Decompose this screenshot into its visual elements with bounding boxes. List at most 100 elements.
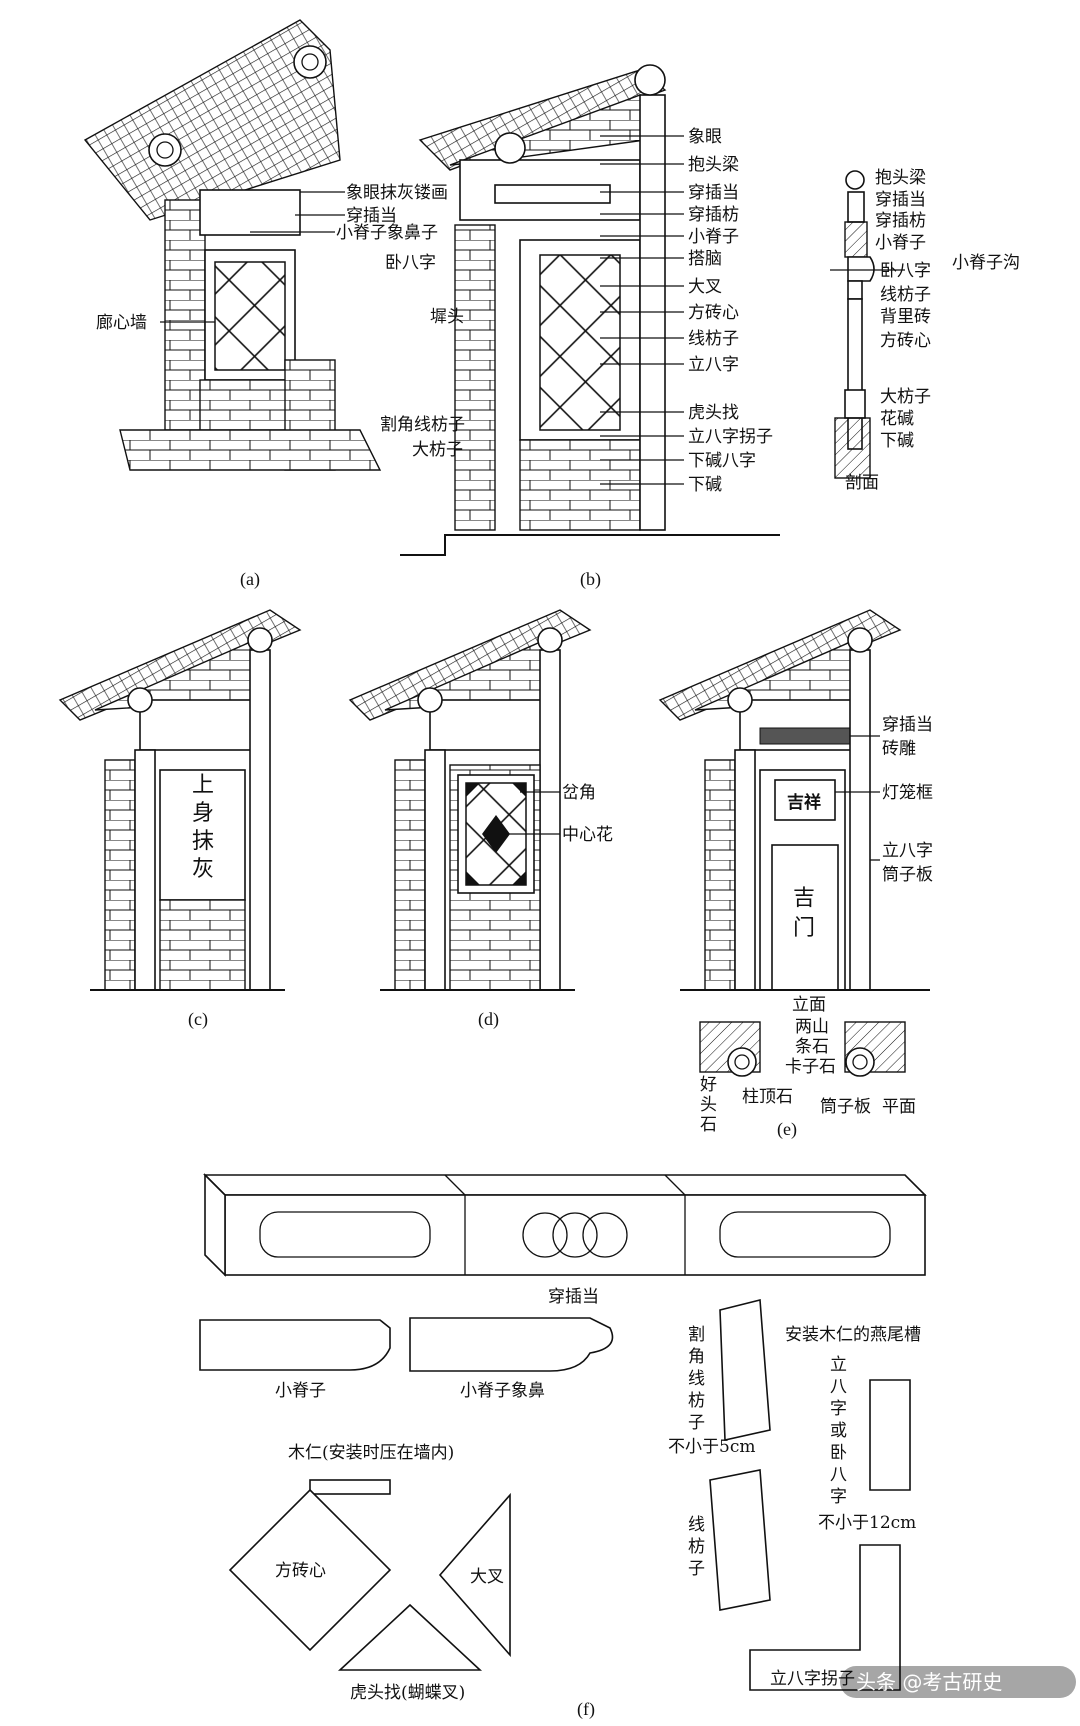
plan-column-r <box>845 1047 875 1077</box>
section-label-9: 大枋子 <box>880 387 931 407</box>
chuanchadang-b <box>494 184 611 204</box>
gejiao-0: 割 <box>688 1325 705 1345</box>
label-a-langxinqiang: 廊心墙 <box>96 313 147 333</box>
section-label-6: 线枋子 <box>880 285 931 305</box>
label-b-dafang: 大枋子 <box>412 440 463 460</box>
label-f-square: 方砖心 <box>275 1561 326 1581</box>
floor-a <box>119 429 382 471</box>
plan-label-4: 筒子板 <box>820 1097 871 1117</box>
panel-f: 穿插当 小脊子 小脊子象鼻 木仁(安装时压在墙内) 方砖心 大叉 虎头找(蝴蝶叉… <box>199 1173 927 1720</box>
beam-end-a2-inner <box>156 141 174 159</box>
beam-end-c2 <box>127 687 153 713</box>
beam-d <box>429 699 546 751</box>
triangle-hutou <box>337 1603 483 1671</box>
label-a-chuanchadang: 穿插当 <box>346 206 397 226</box>
label-e-3: 立八字 <box>882 841 933 861</box>
label-f-daxia: 大叉 <box>470 1567 504 1587</box>
beam-panel-l <box>259 1211 431 1258</box>
plan-column-r-inner <box>852 1054 868 1070</box>
panel-b: 象眼 抱头梁 穿插当 穿插枋 小脊子 搭脑 大叉 方砖心 线枋子 立八字 虎头找… <box>380 64 780 590</box>
corner-ornament-d3 <box>466 871 480 885</box>
beam-end-a1 <box>293 45 327 79</box>
gejiao-4: 子 <box>688 1413 705 1433</box>
label-e-0: 穿插当 <box>882 715 933 735</box>
panel-e: 吉祥 吉 门 穿插当 砖雕 灯笼框 立八字 筒子板 立面 两山 条石 卡子石 柱… <box>658 609 933 1140</box>
label-a-xiaojizi: 小脊子象鼻子 <box>336 223 438 243</box>
liba-4: 卧 <box>830 1443 847 1463</box>
beam-ring-2 <box>552 1212 598 1258</box>
leaders-b <box>600 135 684 485</box>
label-b-6: 大叉 <box>688 277 722 297</box>
liba-6: 字 <box>830 1487 847 1507</box>
label-e-elev: 立面 <box>792 995 826 1015</box>
beam-top-f <box>203 1174 927 1196</box>
label-a-xiangyan: 象眼抹灰镂画 <box>346 183 448 203</box>
label-b-2: 穿插当 <box>688 183 739 203</box>
section-label-2: 穿插枋 <box>875 211 926 231</box>
text-c-3: 灰 <box>192 857 214 882</box>
section-caption: 剖面 <box>845 473 879 493</box>
base-b <box>519 439 641 531</box>
corner-ornament-d1 <box>466 783 480 797</box>
text-c-2: 抹 <box>192 829 214 854</box>
section-label-1: 穿插当 <box>875 190 926 210</box>
panel-d: 岔角 中心花 (d) <box>348 609 613 1030</box>
label-e-1: 砖雕 <box>882 739 916 759</box>
text-c-1: 身 <box>192 801 214 826</box>
label-b-1: 抱头梁 <box>688 155 739 175</box>
beam-joint-1 <box>444 1174 466 1196</box>
plan-label-2: 卡子石 <box>785 1057 836 1077</box>
ridge-f1 <box>199 1319 391 1371</box>
plan-left-1: 头 <box>700 1095 717 1115</box>
beam-c <box>139 699 256 751</box>
label-f-beam: 穿插当 <box>548 1287 599 1307</box>
plan-label-0: 两山 <box>795 1017 829 1037</box>
roof-c <box>58 609 302 721</box>
beam-end-b2 <box>494 132 526 164</box>
square-f <box>228 1488 392 1652</box>
roof-e <box>658 609 902 721</box>
beam-end-b1 <box>634 64 666 96</box>
center-flower-d <box>482 815 510 853</box>
label-b-11: 立八字拐子 <box>688 427 773 447</box>
plan-label-3: 柱顶石 <box>742 1087 793 1107</box>
beam-front-f <box>224 1194 926 1276</box>
triangle-daxia <box>438 1492 511 1658</box>
beam-end-a1-inner <box>301 53 319 71</box>
plan-left-2: 石 <box>700 1115 717 1135</box>
label-b-7: 方砖心 <box>688 303 739 323</box>
beam-ring-3 <box>582 1212 628 1258</box>
watermark: 头条 @考古研史 <box>840 1666 1076 1698</box>
plan-label-1: 条石 <box>795 1037 829 1057</box>
section-label-4: 小脊子沟 <box>952 253 1020 273</box>
section-chuanchafang <box>844 221 868 258</box>
label-f-dovetail: 安装木仁的燕尾槽 <box>785 1325 921 1345</box>
liba-note: 不小于12cm <box>818 1513 916 1533</box>
chitou-d <box>394 759 426 991</box>
beam-side-f <box>204 1173 226 1277</box>
xianfang-1: 枋 <box>688 1537 705 1557</box>
post-d-r <box>539 649 561 991</box>
section-label-10: 花碱 <box>880 409 914 429</box>
label-b-chitou: 墀头 <box>430 307 464 327</box>
label-d-zhongxinhua: 中心花 <box>562 825 613 845</box>
caption-c: (c) <box>188 1009 208 1030</box>
liba-1: 八 <box>830 1377 847 1397</box>
liba-2: 字 <box>830 1399 847 1419</box>
gejiao-1: 角 <box>688 1347 705 1367</box>
label-e-4: 筒子板 <box>882 865 933 885</box>
post-e-l <box>734 749 756 991</box>
plan-left-0: 好 <box>700 1075 717 1095</box>
label-b-8: 线枋子 <box>688 329 739 349</box>
plaster-c <box>159 769 246 901</box>
door-e <box>771 844 839 991</box>
liba-5: 八 <box>830 1465 847 1485</box>
pillar-brick-b <box>454 224 496 531</box>
corner-ornament-d2 <box>512 783 526 797</box>
section-label-7: 背里砖 <box>880 307 931 327</box>
beam-end-e <box>847 627 873 653</box>
door-text-e-1: 门 <box>793 916 815 941</box>
panel-a: 象眼抹灰镂画 穿插当 小脊子象鼻子 廊心墙 (a) <box>83 19 448 590</box>
door-text-e-0: 吉 <box>793 886 815 911</box>
section-xiaojizi <box>847 256 875 282</box>
